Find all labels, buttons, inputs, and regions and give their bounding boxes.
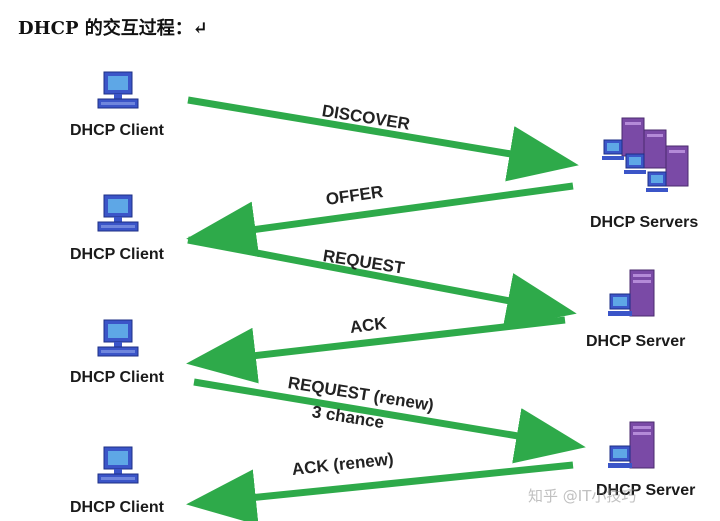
server-2-label: DHCP Server — [596, 482, 696, 499]
watermark: 知乎 @IT小技巧 — [528, 487, 637, 505]
client-2-label: DHCP Client — [70, 246, 164, 263]
client-3-label: DHCP Client — [70, 369, 164, 386]
arrow-ack-renew — [186, 461, 574, 521]
computer-icon — [97, 446, 139, 484]
computer-icon — [97, 71, 139, 109]
arrow-discover — [187, 96, 579, 182]
server-cluster-icon — [602, 117, 689, 192]
client-1-label: DHCP Client — [70, 122, 164, 139]
server-icon — [608, 269, 655, 317]
arrow-ack — [186, 316, 566, 384]
arrow-offer — [186, 182, 574, 258]
client-4-label: DHCP Client — [70, 499, 164, 516]
diagram-title: DHCP 的交互过程：↵ — [18, 18, 208, 39]
server-icon — [608, 421, 655, 469]
server-1-label: DHCP Server — [586, 333, 686, 350]
computer-icon — [97, 194, 139, 232]
computer-icon — [97, 319, 139, 357]
arrow-request-renew — [193, 378, 586, 464]
server-group-label: DHCP Servers — [590, 214, 699, 231]
arrow-request — [187, 236, 577, 329]
